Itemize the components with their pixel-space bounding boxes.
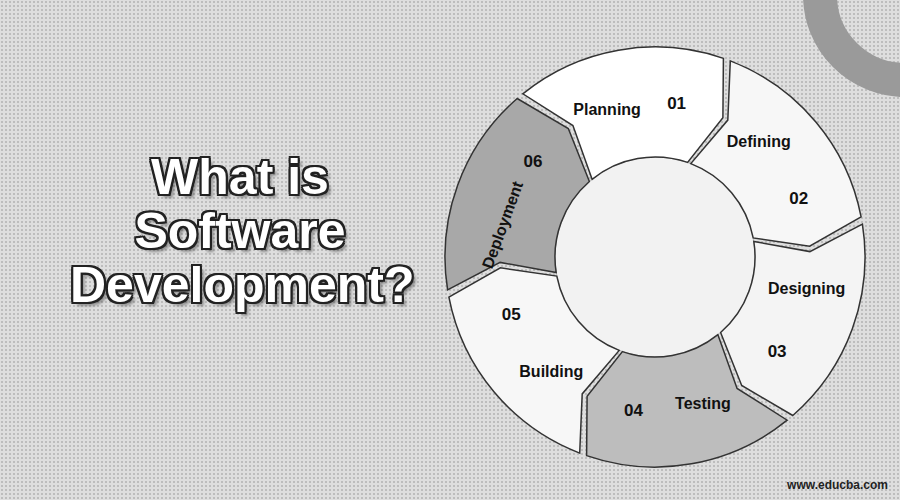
segment-shape <box>440 42 870 472</box>
segment-shape <box>440 42 870 472</box>
watermark: www.educba.com <box>787 478 888 492</box>
phase-label: Planning <box>573 101 641 119</box>
segment-shape <box>440 42 870 472</box>
phase-number: 01 <box>667 94 686 114</box>
phase-number: 04 <box>624 401 643 421</box>
phase-number: 05 <box>502 305 521 325</box>
title: What is Software Development? <box>70 150 410 312</box>
phase-number: 06 <box>523 152 542 172</box>
phase-label: Building <box>519 363 583 381</box>
cycle-segment: Planning 01 <box>440 42 870 472</box>
phase-label: Designing <box>768 280 845 298</box>
segment-shape <box>440 42 870 472</box>
cycle-segment: Testing 04 <box>440 42 870 472</box>
segment-outline <box>721 224 865 415</box>
corner-arc <box>820 0 900 80</box>
segment-shape <box>440 42 870 472</box>
cycle-segment: Designing 03 <box>440 42 870 472</box>
phase-label: Deployment <box>479 179 527 271</box>
segment-shape <box>440 42 870 472</box>
cycle-segment: Deployment 06 <box>440 42 870 472</box>
phase-label: Defining <box>727 133 791 151</box>
segment-outline <box>445 99 589 290</box>
ring-hole <box>555 157 755 357</box>
segment-outline <box>449 268 619 453</box>
cycle-segment: Defining 02 <box>440 42 870 472</box>
cycle-segment: Building 05 <box>440 42 870 472</box>
phase-number: 02 <box>789 189 808 209</box>
segment-outline <box>587 335 788 467</box>
segment-outline <box>691 61 861 246</box>
phase-number: 03 <box>768 342 787 362</box>
segment-outline <box>523 47 724 179</box>
phase-label: Testing <box>675 395 731 413</box>
